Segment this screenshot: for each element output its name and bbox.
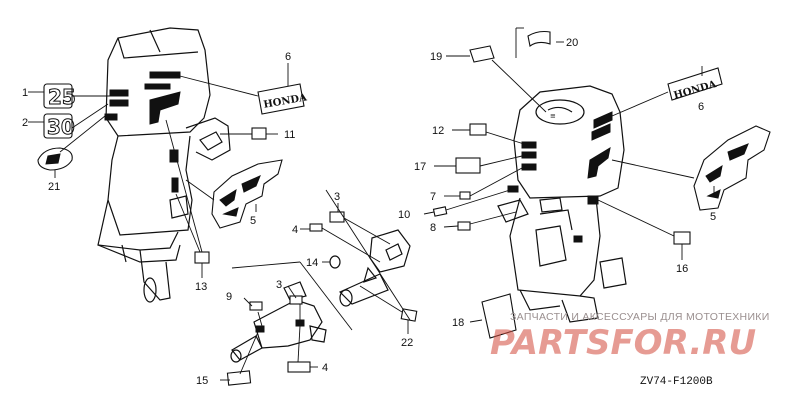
callout-6-right: 6 (698, 101, 704, 113)
decal-30: 30 (43, 113, 75, 140)
decal-4a (309, 223, 323, 232)
callout-11: 11 (284, 129, 295, 141)
callout-16: 16 (676, 263, 688, 275)
callout-21: 21 (48, 181, 60, 193)
callout-17: 17 (414, 161, 426, 173)
decal-18 (481, 293, 517, 339)
decal-25-text: 25 (48, 85, 76, 109)
watermark-caption: ЗАПЧАСТИ И АКСЕССУАРЫ ДЛЯ МОТОТЕХНИКИ (510, 311, 770, 323)
drawing-code: ZV74-F1200B (640, 376, 713, 388)
tiller-detail-box (220, 261, 353, 386)
callout-10: 10 (398, 209, 410, 221)
svg-text:≡: ≡ (550, 112, 556, 120)
watermark-logo: PARTSFOR.RU (490, 323, 756, 363)
callout-9: 9 (226, 291, 232, 303)
callout-2: 2 (22, 117, 28, 129)
callout-4-upper: 4 (292, 224, 298, 236)
leader-lines-left (28, 63, 289, 278)
leader-lines-center (300, 189, 411, 334)
callout-14: 14 (306, 257, 318, 269)
callout-8: 8 (430, 222, 436, 234)
decal-honda-left: HONDA (257, 83, 308, 115)
callout-6-left: 6 (285, 51, 291, 63)
watermark: ЗАПЧАСТИ И АКСЕССУАРЫ ДЛЯ МОТОТЕХНИКИ PA… (490, 311, 770, 363)
decal-5-right (693, 125, 771, 211)
decal-13 (194, 251, 210, 264)
callout-13: 13 (195, 281, 207, 293)
callout-labels: 1 2 21 6 11 5 13 3 4 14 22 9 3 15 4 19 2… (22, 37, 716, 387)
decal-21-badge (37, 147, 73, 171)
decal-12 (469, 123, 487, 136)
decal-17 (455, 157, 481, 174)
decal-10 (432, 206, 448, 217)
callout-3-lower: 3 (276, 279, 282, 291)
decal-30-text: 30 (47, 115, 75, 139)
decal-11 (251, 127, 267, 140)
right-outboard-motor: ≡ (497, 85, 627, 323)
callout-4-lower: 4 (322, 362, 328, 374)
leader-lines-right (423, 41, 715, 323)
callout-12: 12 (432, 125, 444, 137)
decal-16 (673, 231, 691, 245)
callout-19: 19 (430, 51, 442, 63)
callout-7: 7 (430, 191, 436, 203)
callout-5-right: 5 (710, 211, 716, 223)
callout-3-upper: 3 (334, 191, 340, 203)
decal-honda-right: HONDA (667, 67, 723, 102)
decal-8 (457, 221, 471, 231)
decal-19 (469, 45, 495, 63)
callout-1: 1 (22, 87, 28, 99)
callout-18: 18 (452, 317, 464, 329)
decal-5-left (211, 159, 283, 229)
decal-7 (459, 191, 471, 200)
left-outboard-motor (97, 27, 231, 303)
callout-15: 15 (196, 375, 208, 387)
callout-5-left: 5 (250, 215, 256, 227)
callout-20: 20 (566, 37, 578, 49)
decal-20-box (515, 27, 551, 58)
decal-25: 25 (43, 83, 76, 110)
callout-22: 22 (401, 337, 413, 349)
